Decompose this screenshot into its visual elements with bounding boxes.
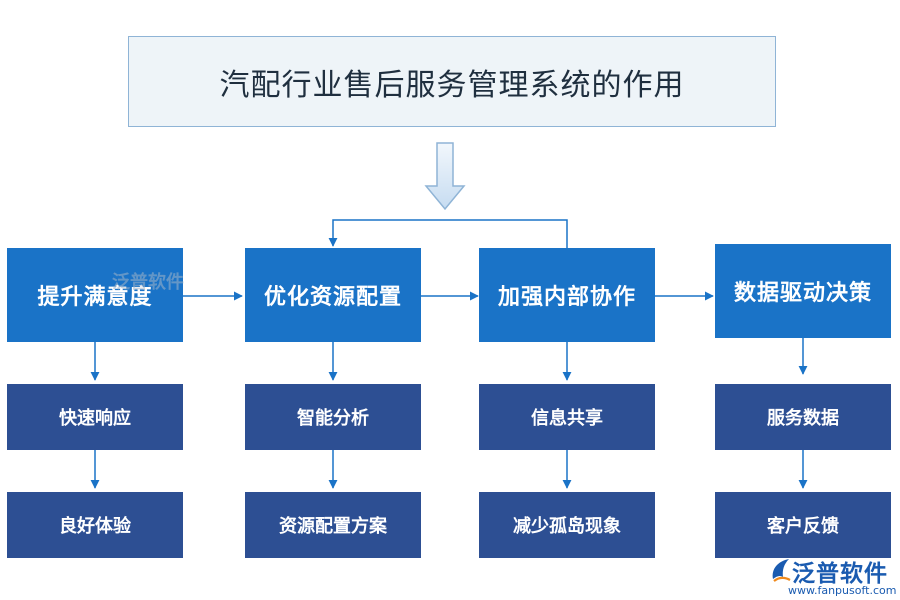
brand-logo-url: www.fanpusoft.com (788, 584, 897, 597)
brand-logo-name: 泛普软件 (792, 561, 888, 587)
sub-box-allocation-plan: 资源配置方案 (245, 492, 421, 558)
title-down-arrow (424, 142, 466, 211)
main-box-internal-collaboration: 加强内部协作 (479, 248, 655, 342)
brand-logo: 泛普软件 www.fanpusoft.com (770, 554, 896, 598)
main-box-satisfaction: 提升满意度 (7, 248, 183, 342)
sub-box-quick-response: 快速响应 (7, 384, 183, 450)
main-box-data-driven-decisions: 数据驱动决策 (715, 244, 891, 338)
sub-box-good-experience: 良好体验 (7, 492, 183, 558)
sub-box-smart-analysis: 智能分析 (245, 384, 421, 450)
sub-box-reduce-silos: 减少孤岛现象 (479, 492, 655, 558)
sub-box-service-data: 服务数据 (715, 384, 891, 450)
diagram-title: 汽配行业售后服务管理系统的作用 (128, 36, 776, 127)
brand-logo-icon (772, 559, 791, 582)
loop-connector (328, 219, 568, 248)
watermark-text: 泛普软件 (112, 272, 184, 293)
sub-box-info-sharing: 信息共享 (479, 384, 655, 450)
sub-box-customer-feedback: 客户反馈 (715, 492, 891, 558)
main-box-resource-allocation: 优化资源配置 (245, 248, 421, 342)
